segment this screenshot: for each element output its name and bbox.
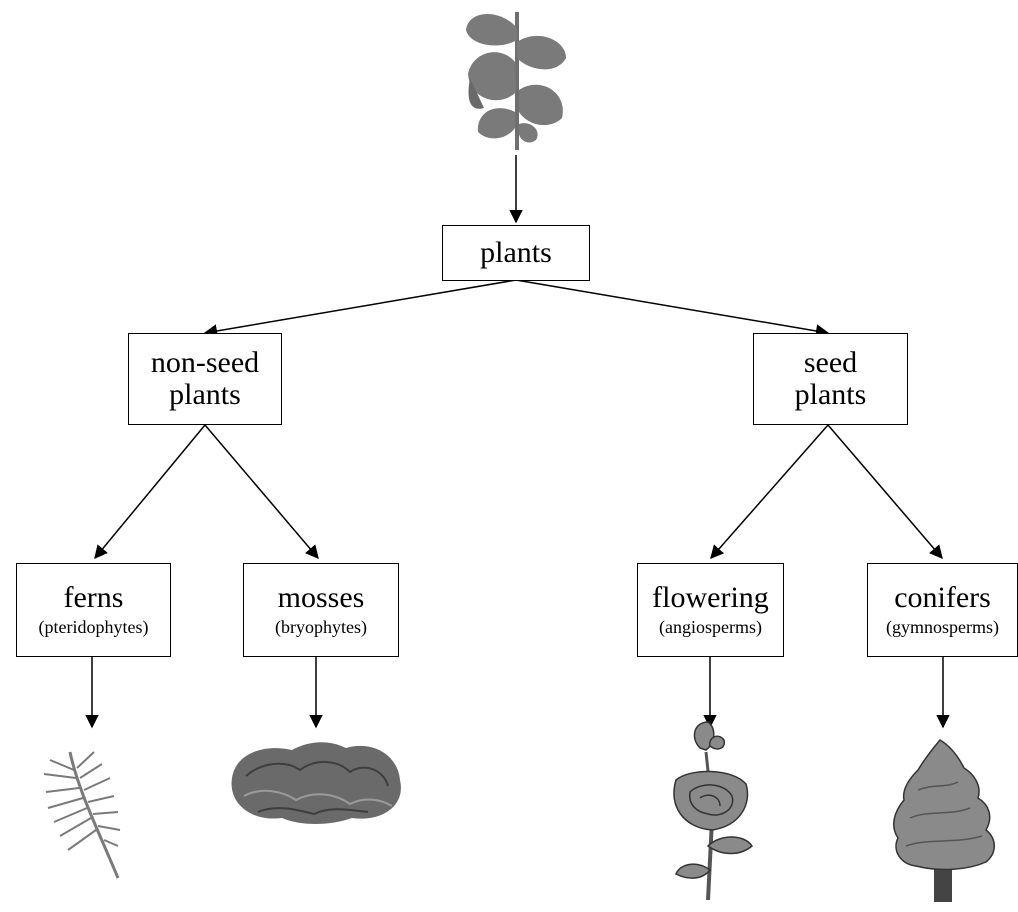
node-conifers: conifers (gymnosperms) — [867, 563, 1018, 657]
node-mosses-label: mosses — [277, 581, 365, 614]
node-ferns: ferns (pteridophytes) — [16, 563, 171, 657]
arrow-nonseed-to-ferns — [94, 424, 206, 560]
arrow-nonseed-to-mosses — [204, 424, 319, 560]
node-ferns-label: ferns — [63, 581, 124, 614]
leafy-stem-icon — [466, 12, 566, 150]
node-plants: plants — [442, 225, 590, 281]
arrow-plants-to-seed — [515, 279, 830, 338]
node-non-seed-plants: non-seed plants — [128, 333, 282, 425]
node-seed-plants-label: seed plants — [794, 346, 867, 411]
node-flowering-label: flowering — [652, 581, 769, 614]
node-plants-label: plants — [480, 236, 552, 269]
moss-clump-icon — [231, 742, 401, 824]
node-flowering: flowering (angiosperms) — [637, 563, 784, 657]
node-non-seed-plants-label: non-seed plants — [150, 346, 260, 411]
arrow-seed-to-flowering — [710, 424, 829, 560]
node-conifers-sublabel: (gymnosperms) — [886, 617, 999, 637]
fern-frond-icon — [43, 751, 121, 879]
conifer-tree-icon — [892, 739, 995, 902]
arrow-seed-to-conifers — [827, 424, 943, 560]
node-flowering-sublabel: (angiosperms) — [659, 617, 762, 637]
node-ferns-sublabel: (pteridophytes) — [38, 617, 149, 637]
node-conifers-label: conifers — [894, 581, 991, 614]
node-mosses: mosses (bryophytes) — [243, 563, 399, 657]
node-seed-plants: seed plants — [753, 333, 908, 425]
rose-flower-icon — [673, 721, 753, 901]
node-mosses-sublabel: (bryophytes) — [275, 617, 367, 637]
arrow-plants-to-nonseed — [203, 279, 517, 338]
